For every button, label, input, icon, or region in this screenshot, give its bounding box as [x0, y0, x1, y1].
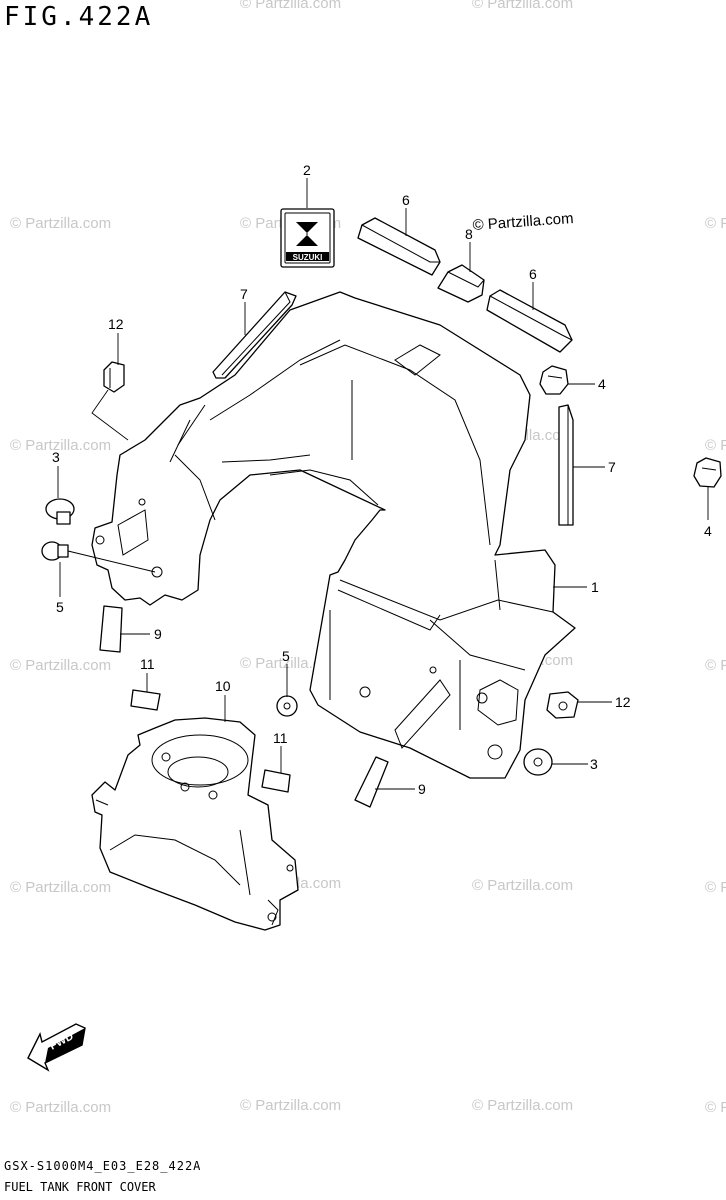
- part-2-suzuki-emblem: SUZUKI: [280, 208, 335, 268]
- watermark: © Partzilla.com: [472, 1097, 573, 1114]
- watermark: © Partzilla.com: [240, 0, 341, 12]
- watermark: © Partzilla.com: [10, 1099, 111, 1116]
- part-9-cushion-right: [354, 756, 389, 808]
- part-11-pad-left: [130, 689, 161, 711]
- watermark: © Partzilla.com: [10, 215, 111, 232]
- part-7-strip-left: [212, 291, 297, 379]
- figure-name: FUEL TANK FRONT COVER: [4, 1180, 156, 1194]
- watermark: © Partzilla.com: [705, 215, 726, 232]
- watermark: © Partzilla.com: [705, 879, 726, 896]
- callout-5: 5: [56, 599, 64, 615]
- callout-12: 12: [108, 316, 124, 332]
- callout-4: 4: [598, 376, 606, 392]
- figure-title: FIG.422A: [4, 2, 154, 32]
- watermark: © Partzilla.com: [10, 657, 111, 674]
- callout-6: 6: [529, 266, 537, 282]
- callout-labels: 1 2 3 3 4 4 5 5 6 6 7 7 8 9 9 10 11 11 1…: [52, 162, 712, 797]
- watermark: © Partzilla.com: [10, 437, 111, 454]
- part-5-bolt-right: [276, 695, 298, 717]
- watermark: © Partzilla.com: [705, 437, 726, 454]
- part-8-cushion-small: [437, 264, 485, 303]
- callout-7: 7: [608, 459, 616, 475]
- watermark: © Partzilla.com: [705, 1099, 726, 1116]
- callout-12: 12: [615, 694, 631, 710]
- part-10-lower-cover: [91, 717, 299, 931]
- figure-code: GSX-S1000M4_E03_E28_422A: [4, 1159, 202, 1173]
- watermark: © Partzilla.com: [705, 657, 726, 674]
- callout-9: 9: [154, 626, 162, 642]
- leader-lines: [57, 178, 709, 790]
- callout-1: 1: [591, 579, 599, 595]
- watermark: © Partzilla.com: [472, 0, 573, 12]
- part-6-cushion-left: [357, 217, 441, 276]
- emblem-text: SUZUKI: [293, 253, 323, 262]
- callout-11: 11: [273, 730, 288, 746]
- part-5-bolt-left: [41, 541, 156, 573]
- callout-4: 4: [704, 523, 712, 539]
- fwd-arrow-icon: FWD: [27, 1023, 86, 1072]
- callout-11: 11: [140, 656, 155, 672]
- part-4-clip: [539, 365, 569, 395]
- part-3-grommet-right: [523, 748, 553, 776]
- callout-3: 3: [590, 756, 598, 772]
- part-4-clip-right: [693, 457, 722, 488]
- part-6-cushion-right: [486, 289, 573, 353]
- part-1-front-cover: [91, 291, 576, 779]
- part-7-strip-right: [558, 404, 574, 526]
- callout-3: 3: [52, 449, 60, 465]
- part-12-clip-left: [103, 361, 125, 393]
- watermark-primary: © Partzilla.com: [472, 210, 574, 234]
- callout-8: 8: [465, 226, 473, 242]
- part-9-cushion-left: [99, 605, 123, 653]
- callout-9: 9: [418, 781, 426, 797]
- part-3-grommet-left: [45, 498, 75, 525]
- part-11-pad-right: [261, 769, 291, 793]
- callout-2: 2: [303, 162, 311, 178]
- callout-7: 7: [240, 286, 248, 302]
- watermark: © Partzilla.com: [472, 877, 573, 894]
- callout-5: 5: [282, 648, 290, 664]
- callout-6: 6: [402, 192, 410, 208]
- callout-10: 10: [215, 678, 231, 694]
- part-12-nut-right: [546, 691, 579, 719]
- watermark: © Partzilla.com: [240, 1097, 341, 1114]
- watermark: © Partzilla.com: [10, 879, 111, 896]
